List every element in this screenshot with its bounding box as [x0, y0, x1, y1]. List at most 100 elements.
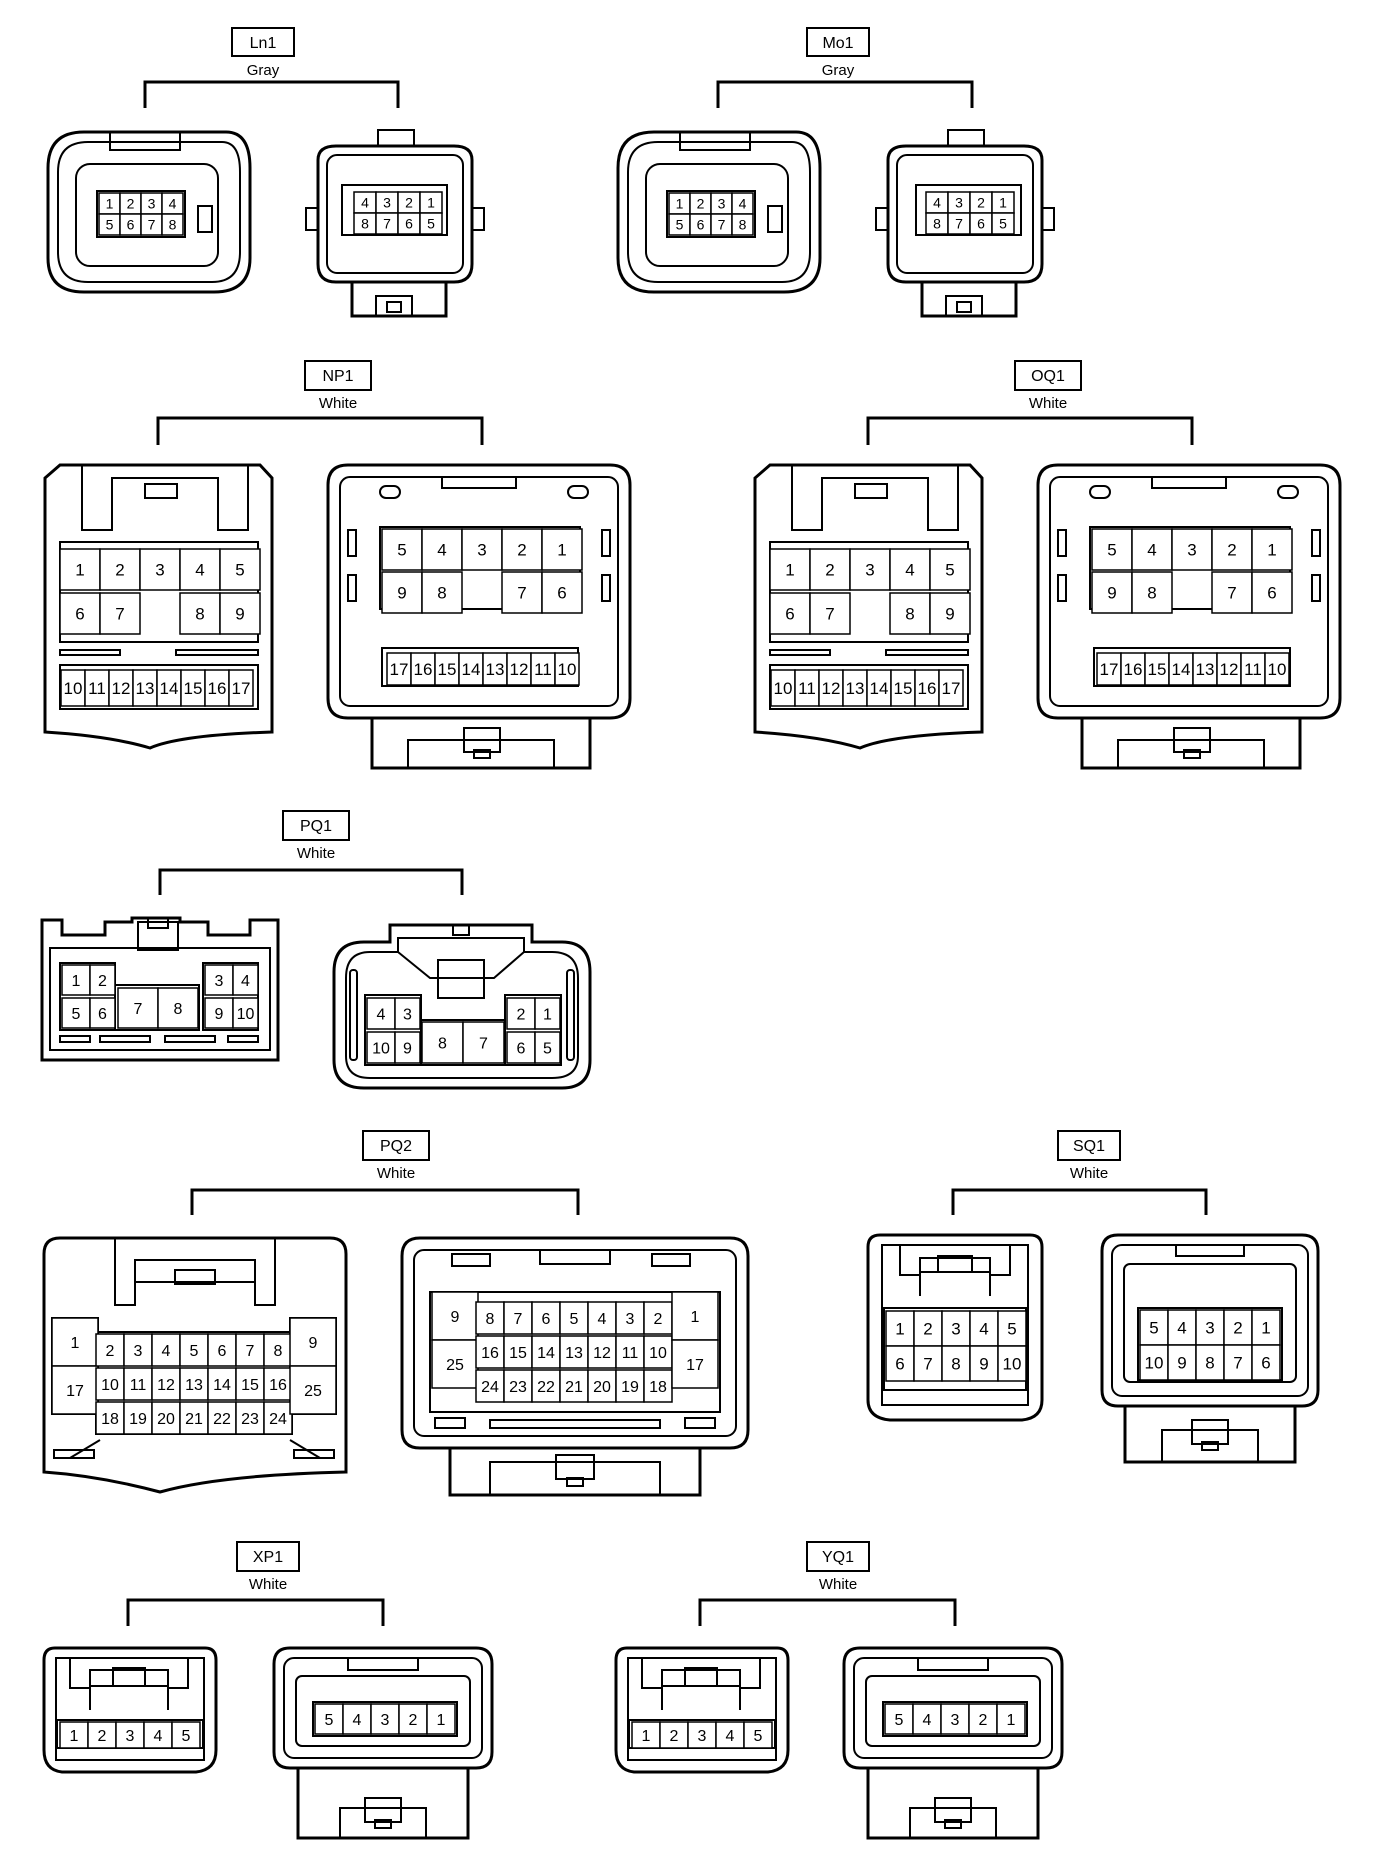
- pin-number: 5: [676, 217, 684, 233]
- pin-number: 2: [98, 973, 107, 990]
- pq1-female-pin-7: 7: [117, 987, 159, 1029]
- oq1-male-pin-13: 13: [1192, 652, 1218, 686]
- pin-number: 9: [215, 1006, 224, 1023]
- pin-number: 7: [718, 217, 726, 233]
- np1-female-pin-12: 12: [108, 669, 134, 707]
- pq1-male-pin-2: 2: [506, 997, 536, 1030]
- female-connector-face: [42, 1646, 218, 1774]
- pin-number: 3: [951, 1712, 960, 1729]
- pin-number: 19: [621, 1379, 639, 1396]
- np1-female-pin-7: 7: [99, 592, 141, 635]
- pin-number: 6: [977, 216, 985, 232]
- pq2-female-pin-12: 12: [151, 1367, 181, 1401]
- np1-male-pin-17: 17: [386, 652, 412, 686]
- pin-number: 4: [195, 561, 204, 580]
- pin-number: 4: [1177, 1319, 1186, 1338]
- pin-number: 8: [169, 217, 177, 233]
- pin-number: 6: [542, 1311, 551, 1328]
- mo1-female-pin-3: 3: [710, 192, 733, 215]
- pin-number: 5: [427, 216, 435, 232]
- pin-number: 2: [825, 561, 834, 580]
- pin-number: 5: [106, 217, 114, 233]
- pin-number: 9: [1177, 1354, 1186, 1373]
- pin-number: 1: [427, 195, 435, 211]
- male-connector-face: [305, 129, 485, 318]
- pin-number: 8: [1205, 1354, 1214, 1373]
- pin-number: 15: [184, 679, 203, 698]
- pq2-female-pin-6: 6: [207, 1333, 237, 1367]
- pin-number: 1: [1261, 1319, 1270, 1338]
- pin-number: 2: [517, 1006, 526, 1023]
- connector-code-label: SQ1: [1073, 1138, 1105, 1155]
- pin-number: 7: [1233, 1354, 1242, 1373]
- sq1-male-pin-1: 1: [1251, 1309, 1281, 1346]
- np1-male-pin-1: 1: [541, 528, 583, 571]
- pq2-female-pin-20: 20: [151, 1401, 181, 1435]
- np1-male-pin-7: 7: [501, 571, 543, 614]
- male-connector-face: [1036, 463, 1342, 770]
- pin-number: 11: [798, 679, 816, 698]
- pq2-female-pin-14: 14: [207, 1367, 237, 1401]
- np1-male-pin-4: 4: [421, 528, 463, 571]
- pin-number: 1: [785, 561, 794, 580]
- np1-female-pin-1: 1: [59, 548, 101, 591]
- connector-color-label: White: [297, 845, 335, 862]
- male-connector-face: [326, 463, 632, 770]
- oq1-female-pin-15: 15: [890, 669, 916, 707]
- pq1-female-pin-9: 9: [204, 997, 234, 1029]
- pin-number: 17: [232, 679, 251, 698]
- pq2-male-pin-6: 6: [531, 1301, 561, 1335]
- pin-number: 11: [130, 1377, 147, 1394]
- female-connector-face: [614, 1646, 790, 1774]
- pin-number: 2: [654, 1311, 663, 1328]
- pq2-female-pin-5: 5: [179, 1333, 209, 1367]
- pin-number: 13: [565, 1345, 583, 1362]
- oq1-female-pin-11: 11: [794, 669, 820, 707]
- pin-number: 2: [115, 561, 124, 580]
- pin-number: 4: [437, 541, 446, 560]
- pin-number: 17: [942, 679, 961, 698]
- pin-number: 13: [846, 679, 865, 698]
- pin-number: 2: [1227, 541, 1236, 560]
- pq2-male-pin-21: 21: [559, 1369, 589, 1403]
- pin-number: 5: [570, 1311, 579, 1328]
- connector-code-label: OQ1: [1031, 368, 1065, 385]
- pin-number: 2: [670, 1728, 679, 1745]
- connector-color-label: White: [1070, 1165, 1108, 1182]
- pq2-male-pin-20: 20: [587, 1369, 617, 1403]
- np1-male-pin-8: 8: [421, 571, 463, 614]
- oq1-male-pin-10: 10: [1264, 652, 1290, 686]
- oq1-female-pin-9: 9: [929, 592, 971, 635]
- pin-number: 4: [979, 1320, 988, 1339]
- pq2-male-pin-3: 3: [615, 1301, 645, 1335]
- oq1-female-pin-16: 16: [914, 669, 940, 707]
- pin-number: 5: [182, 1728, 191, 1745]
- pin-number: 9: [451, 1309, 460, 1326]
- pin-number: 14: [160, 679, 179, 698]
- np1-male-pin-3: 3: [461, 528, 503, 571]
- pq2-male-pin-4: 4: [587, 1301, 617, 1335]
- mo1-male-pin-2: 2: [969, 191, 993, 214]
- oq1-female-pin-3: 3: [849, 548, 891, 591]
- np1-male-pin-9: 9: [381, 571, 423, 614]
- pin-number: 4: [923, 1712, 932, 1729]
- pin-number: 17: [66, 1383, 84, 1400]
- pin-number: 16: [414, 660, 433, 679]
- pin-number: 16: [918, 679, 937, 698]
- pin-number: 21: [185, 1411, 203, 1428]
- mo1-female-pin-7: 7: [710, 213, 733, 236]
- pin-number: 6: [1267, 584, 1276, 603]
- pin-number: 3: [134, 1343, 143, 1360]
- pin-number: 6: [1261, 1354, 1270, 1373]
- mo1-male-pin-1: 1: [991, 191, 1015, 214]
- pin-number: 20: [157, 1411, 175, 1428]
- np1-male-pin-6: 6: [541, 571, 583, 614]
- pq2-male-pin-13: 13: [559, 1335, 589, 1369]
- connector-color-label: White: [249, 1576, 287, 1593]
- pin-number: 1: [75, 561, 84, 580]
- oq1-male-pin-3: 3: [1171, 528, 1213, 571]
- pin-number: 13: [486, 660, 505, 679]
- pq2-male-pin-10: 10: [643, 1335, 673, 1369]
- male-connector-face: [272, 1646, 494, 1840]
- connector-mo1: Mo1 Gray: [616, 27, 1055, 318]
